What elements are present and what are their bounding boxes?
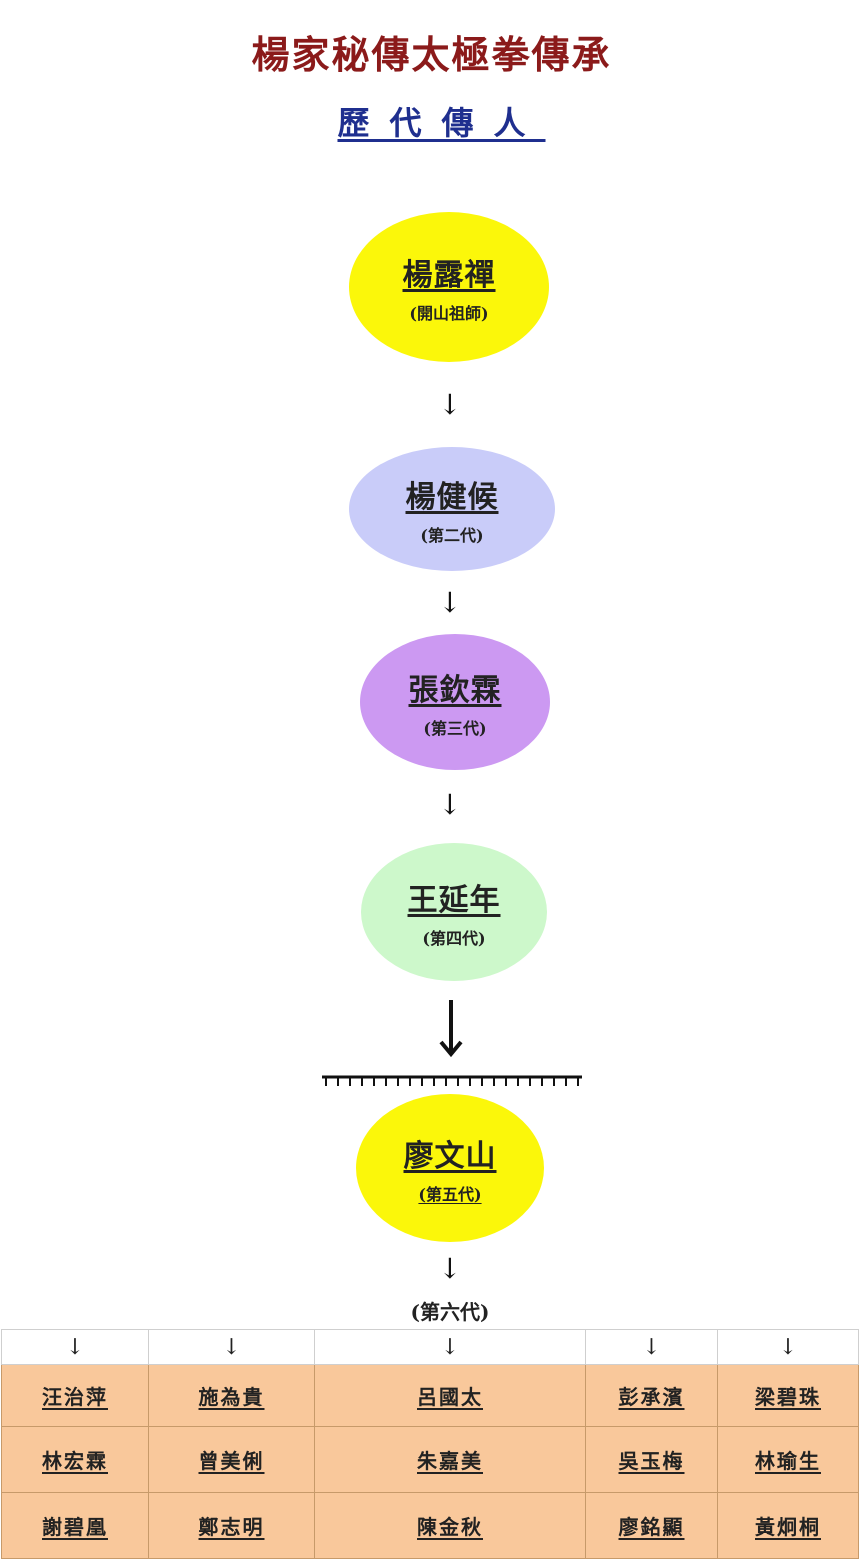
disciple-name: 吳玉梅 — [618, 1449, 685, 1473]
table-cell: 林宏霖 — [1, 1426, 149, 1493]
node-generation: (第二代) — [420, 526, 484, 545]
chart-subtitle: 歷代傳人 — [0, 98, 863, 144]
node-name: 楊健候 — [405, 480, 499, 515]
node-name: 張欽霖 — [408, 673, 502, 708]
table-cell: 彭承濱 — [585, 1364, 718, 1427]
table-cell: 林瑜生 — [717, 1426, 859, 1493]
node-generation: (第三代) — [423, 719, 487, 738]
table-row: 謝碧凰 鄭志明 陳金秋 廖銘顯 黃炯桐 — [1, 1492, 859, 1559]
ruler-divider — [322, 1075, 582, 1086]
table-row: 汪治萍 施為貴 呂國太 彭承濱 梁碧珠 — [1, 1364, 859, 1427]
node-generation-3: 張欽霖 (第三代) — [360, 634, 550, 770]
node-generation: (開山祖師) — [409, 304, 489, 323]
table-cell: 廖銘顯 — [585, 1492, 718, 1559]
subtitle-text: 歷代傳人 — [337, 104, 546, 142]
disciple-name: 陳金秋 — [417, 1515, 483, 1539]
node-generation-1: 楊露禪 (開山祖師) — [349, 212, 549, 362]
node-generation: (第四代) — [422, 929, 486, 948]
disciple-name: 彭承濱 — [618, 1385, 685, 1409]
disciple-name: 林宏霖 — [42, 1449, 108, 1473]
disciple-name: 汪治萍 — [42, 1385, 108, 1409]
node-name: 王延年 — [407, 883, 501, 918]
arrow-down-icon: ↓ — [314, 1329, 586, 1365]
disciple-name: 黃炯桐 — [755, 1515, 821, 1539]
arrow-down-icon: ↓ — [438, 788, 462, 821]
large-arrow-down-icon — [439, 1000, 463, 1058]
disciple-name: 呂國太 — [417, 1385, 483, 1409]
disciple-name: 謝碧凰 — [42, 1515, 108, 1539]
node-name: 廖文山 — [403, 1139, 497, 1174]
disciple-name: 施為貴 — [198, 1385, 265, 1409]
node-name: 楊露禪 — [402, 258, 496, 293]
sixth-generation-label: (第六代) — [410, 1300, 490, 1324]
table-cell: 謝碧凰 — [1, 1492, 149, 1559]
arrow-down-icon: ↓ — [438, 388, 462, 421]
table-cell: 朱嘉美 — [314, 1426, 586, 1493]
disciple-name: 梁碧珠 — [755, 1385, 821, 1409]
node-generation-4: 王延年 (第四代) — [361, 843, 547, 981]
arrow-down-icon: ↓ — [1, 1329, 149, 1365]
table-cell: 鄭志明 — [148, 1492, 315, 1559]
table-cell: 汪治萍 — [1, 1364, 149, 1427]
table-cell: 梁碧珠 — [717, 1364, 859, 1427]
chart-title: 楊家秘傳太極拳傳承 — [251, 32, 612, 77]
node-generation-2: 楊健候 (第二代) — [349, 447, 555, 571]
arrow-down-icon: ↓ — [717, 1329, 859, 1365]
disciple-name: 林瑜生 — [755, 1449, 821, 1473]
disciple-name: 廖銘顯 — [618, 1515, 685, 1539]
node-generation: (第五代) — [418, 1185, 482, 1204]
node-generation-5: 廖文山 (第五代) — [356, 1094, 544, 1242]
arrow-down-icon: ↓ — [438, 586, 462, 619]
arrow-down-icon: ↓ — [438, 1252, 462, 1285]
disciple-name: 鄭志明 — [198, 1515, 265, 1539]
table-cell: 黃炯桐 — [717, 1492, 859, 1559]
arrow-row: ↓ ↓ ↓ ↓ ↓ — [1, 1329, 859, 1365]
table-cell: 陳金秋 — [314, 1492, 586, 1559]
sixth-generation-table: ↓ ↓ ↓ ↓ ↓ 汪治萍 施為貴 呂國太 彭承濱 梁碧珠 林宏霖 曾美俐 朱嘉… — [1, 1329, 859, 1559]
table-row: 林宏霖 曾美俐 朱嘉美 吳玉梅 林瑜生 — [1, 1426, 859, 1493]
disciple-name: 朱嘉美 — [417, 1449, 483, 1473]
table-cell: 呂國太 — [314, 1364, 586, 1427]
arrow-down-icon: ↓ — [585, 1329, 718, 1365]
table-cell: 曾美俐 — [148, 1426, 315, 1493]
disciple-name: 曾美俐 — [198, 1449, 265, 1473]
table-cell: 施為貴 — [148, 1364, 315, 1427]
table-cell: 吳玉梅 — [585, 1426, 718, 1493]
arrow-down-icon: ↓ — [148, 1329, 315, 1365]
